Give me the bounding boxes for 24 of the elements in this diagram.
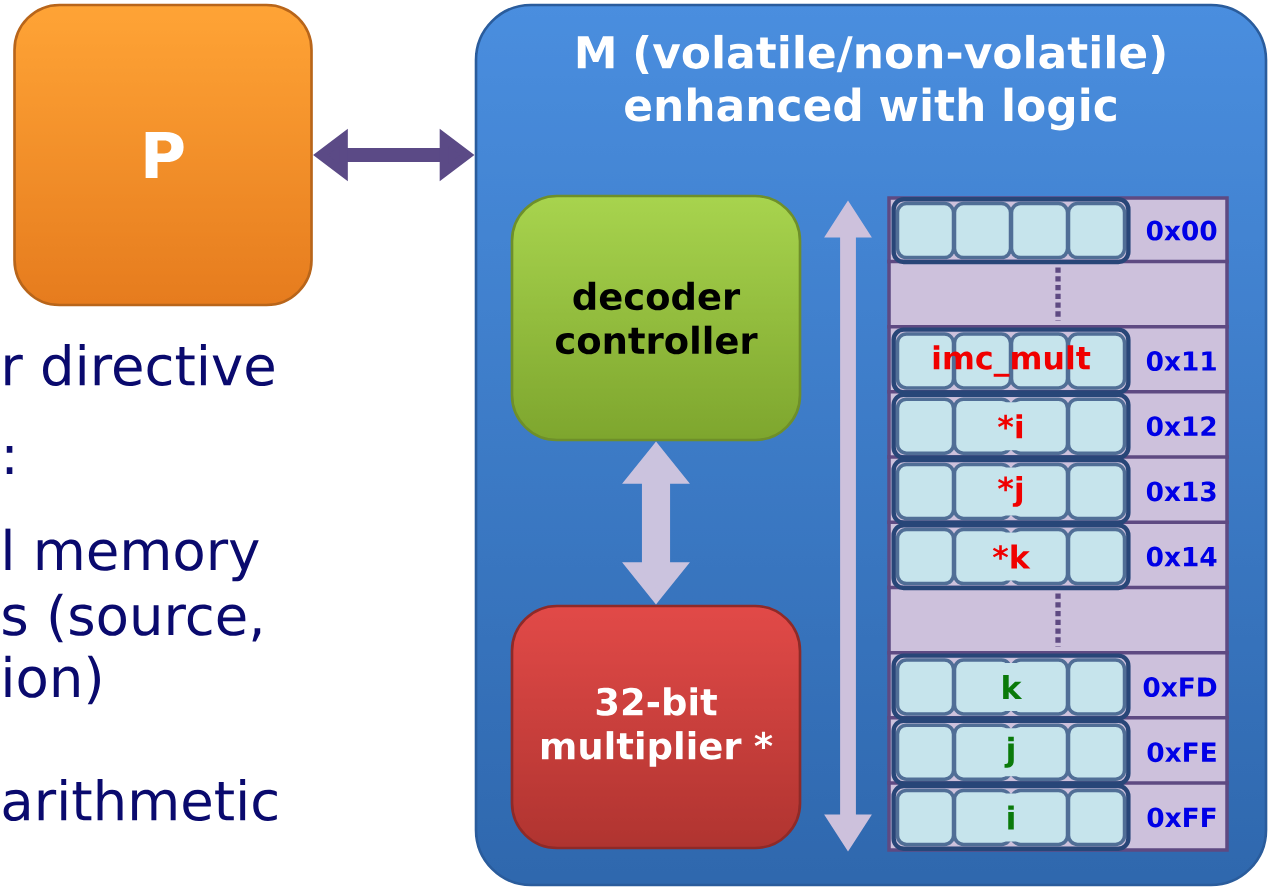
address-label: 0x14 (1146, 546, 1217, 567)
address-label: 0xFD (1143, 677, 1217, 697)
bullet-text: l memory (5, 528, 259, 582)
memory-word: i (891, 783, 1131, 851)
memory-word: *j (891, 457, 1131, 525)
memory-word: imc_mult (891, 327, 1131, 395)
memory-word: *i (891, 392, 1131, 460)
address-label: 0x13 (1146, 481, 1216, 502)
memory-word: *k (891, 523, 1131, 591)
memory-word (891, 197, 1131, 265)
processor-box: P (13, 3, 313, 307)
memory-word: k (891, 653, 1131, 721)
bullet-text: ion) (5, 655, 100, 705)
bullet-text: s (source, (3, 593, 261, 643)
address-label: 0x00 (1146, 220, 1217, 241)
address-label: 0xFE (1147, 742, 1216, 763)
bullet-text: arithmetic (3, 778, 277, 822)
multiplier-box: 32-bit multiplier * (510, 604, 802, 850)
controller-box: decoder controller (510, 194, 802, 442)
address-label: 0xFF (1147, 807, 1216, 828)
address-label: 0x11 (1146, 351, 1216, 371)
bullet-text: : (6, 445, 13, 475)
address-label: 0x12 (1146, 416, 1216, 437)
memory-word: j (891, 718, 1131, 786)
